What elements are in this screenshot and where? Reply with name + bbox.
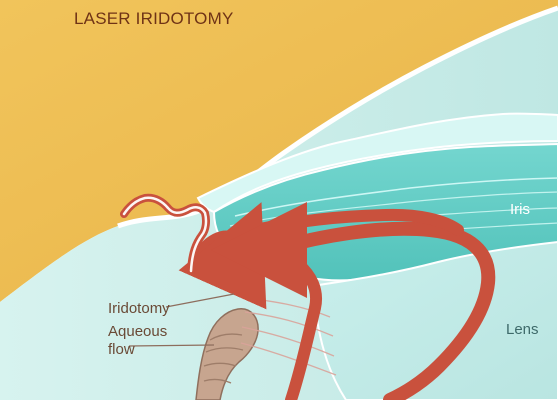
iris-label: Iris bbox=[510, 201, 530, 218]
aqueous-label-line2: flow bbox=[108, 341, 135, 358]
lens-label: Lens bbox=[506, 321, 539, 338]
aqueous-label-line1: Aqueous bbox=[108, 323, 167, 340]
diagram-title: LASER IRIDOTOMY bbox=[74, 9, 234, 28]
iridotomy-label: Iridotomy bbox=[108, 300, 170, 317]
